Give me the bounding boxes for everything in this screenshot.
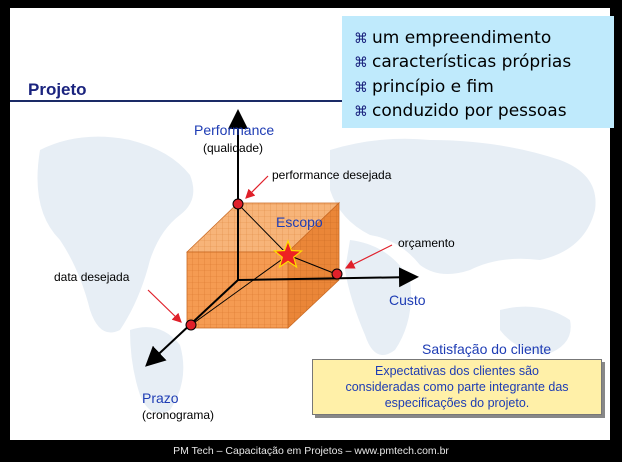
bullet-text: características próprias xyxy=(372,52,572,72)
label-performance-point: performance desejada xyxy=(272,168,392,182)
callout-arrows xyxy=(147,175,393,323)
label-scope: Escopo xyxy=(276,214,323,230)
axis-sublabel-performance: (qualidade) xyxy=(203,141,264,155)
bullet-item: ⌘conduzido por pessoas xyxy=(354,101,567,121)
bullet-item: ⌘princípio e fim xyxy=(354,77,494,97)
world-map-background xyxy=(37,136,596,413)
satisfaction-box: Expectativas dos clientes são considerad… xyxy=(312,359,602,415)
label-budget-point: orçamento xyxy=(398,236,455,250)
performance-point xyxy=(232,198,244,210)
budget-point xyxy=(331,268,343,280)
command-key-icon: ⌘ xyxy=(354,31,368,47)
command-key-icon: ⌘ xyxy=(354,80,368,96)
axis-label-performance: Performance xyxy=(194,122,275,138)
satisfaction-line: consideradas como parte integrante das xyxy=(345,380,569,394)
bullet-item: ⌘um empreendimento xyxy=(354,28,551,48)
title-underline xyxy=(10,100,610,102)
scope-lines xyxy=(190,203,337,326)
scope-star-icon xyxy=(272,239,304,269)
bullet-text: conduzido por pessoas xyxy=(372,101,567,121)
bullet-item: ⌘características próprias xyxy=(354,52,571,72)
axis-sublabel-time: (cronograma) xyxy=(142,408,215,422)
axis-label-cost: Custo xyxy=(389,292,426,308)
command-key-icon: ⌘ xyxy=(354,104,368,120)
bullet-text: princípio e fim xyxy=(372,77,494,97)
command-key-icon: ⌘ xyxy=(354,55,368,71)
label-date-point: data desejada xyxy=(54,270,130,284)
satisfaction-title: Satisfação do cliente xyxy=(422,341,552,357)
slide-title: Projeto xyxy=(28,80,87,99)
axis-cost xyxy=(237,267,419,288)
satisfaction-line: Expectativas dos clientes são xyxy=(375,364,539,378)
bullet-box xyxy=(342,16,614,128)
footer: PM Tech – Capacitação em Projetos – www.… xyxy=(0,440,622,462)
axis-label-time: Prazo xyxy=(142,390,179,406)
satisfaction-line: especificações do projeto. xyxy=(384,396,530,410)
bullet-text: um empreendimento xyxy=(372,28,552,48)
date-point xyxy=(185,319,197,331)
